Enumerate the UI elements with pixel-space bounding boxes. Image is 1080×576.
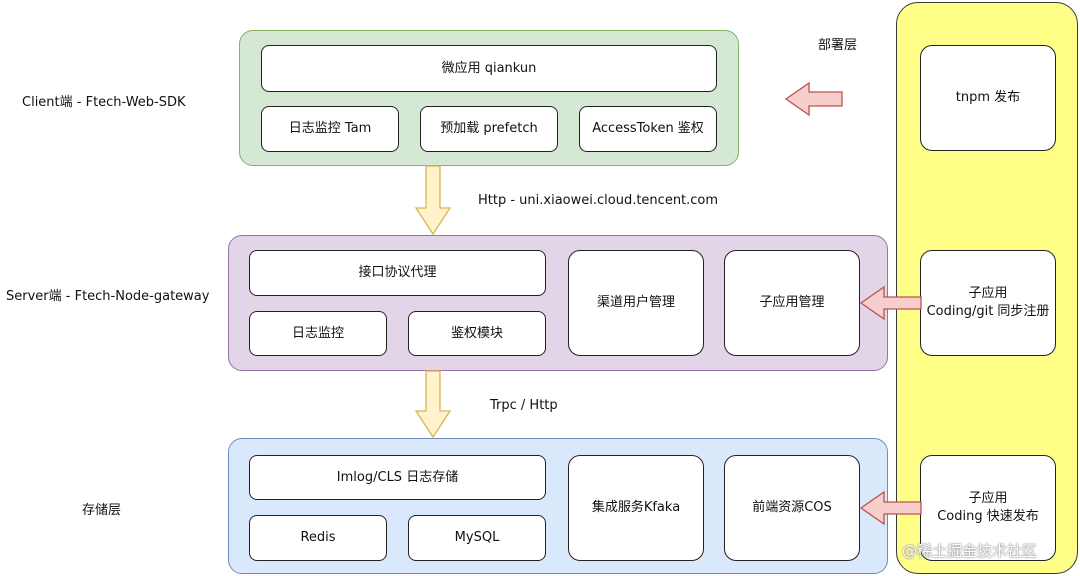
fast-publish-title: 子应用 bbox=[968, 491, 1008, 507]
sync-register-title: 子应用 bbox=[968, 286, 1008, 302]
redis-box: Redis bbox=[249, 515, 387, 561]
tam-box: 日志监控 Tam bbox=[261, 106, 399, 152]
tnpm-box: tnpm 发布 bbox=[920, 45, 1056, 151]
deploy-label: 部署层 bbox=[818, 38, 858, 53]
server-log-box: 日志监控 bbox=[249, 311, 387, 356]
proxy-box: 接口协议代理 bbox=[249, 250, 546, 296]
fast-publish-sub: Coding 快速发布 bbox=[937, 509, 1039, 524]
access-token-box: AccessToken 鉴权 bbox=[579, 106, 717, 152]
kafka-box: 集成服务Kfaka bbox=[568, 455, 704, 561]
fast-publish-box: 子应用 Coding 快速发布 bbox=[920, 455, 1056, 561]
auth-box: 鉴权模块 bbox=[408, 311, 546, 356]
watermark: @稀土掘金技术社区 bbox=[902, 542, 1038, 560]
imlog-box: Imlog/CLS 日志存储 bbox=[249, 455, 546, 500]
deploy-to-client-arrow bbox=[784, 81, 843, 117]
sync-to-subapp-arrow bbox=[859, 285, 922, 321]
server-label: Server端 - Ftech-Node-gateway bbox=[6, 289, 210, 304]
client-to-server-arrow bbox=[414, 165, 452, 236]
storage-label: 存储层 bbox=[82, 503, 122, 518]
mysql-box: MySQL bbox=[408, 515, 546, 561]
server-to-storage-arrow bbox=[414, 370, 452, 439]
trpc-label: Trpc / Http bbox=[490, 398, 558, 413]
http-label: Http - uni.xiaowei.cloud.tencent.com bbox=[478, 193, 719, 208]
prefetch-box: 预加载 prefetch bbox=[420, 106, 558, 152]
channel-box: 渠道用户管理 bbox=[568, 250, 704, 356]
client-label: Client端 - Ftech-Web-SDK bbox=[22, 95, 186, 110]
subapp-manage-box: 子应用管理 bbox=[724, 250, 860, 356]
sync-register-box: 子应用 Coding/git 同步注册 bbox=[920, 250, 1056, 356]
qiankun-box: 微应用 qiankun bbox=[261, 45, 717, 92]
fast-to-cos-arrow bbox=[859, 490, 922, 526]
sync-register-sub: Coding/git 同步注册 bbox=[926, 304, 1050, 319]
cos-box: 前端资源COS bbox=[724, 455, 860, 561]
